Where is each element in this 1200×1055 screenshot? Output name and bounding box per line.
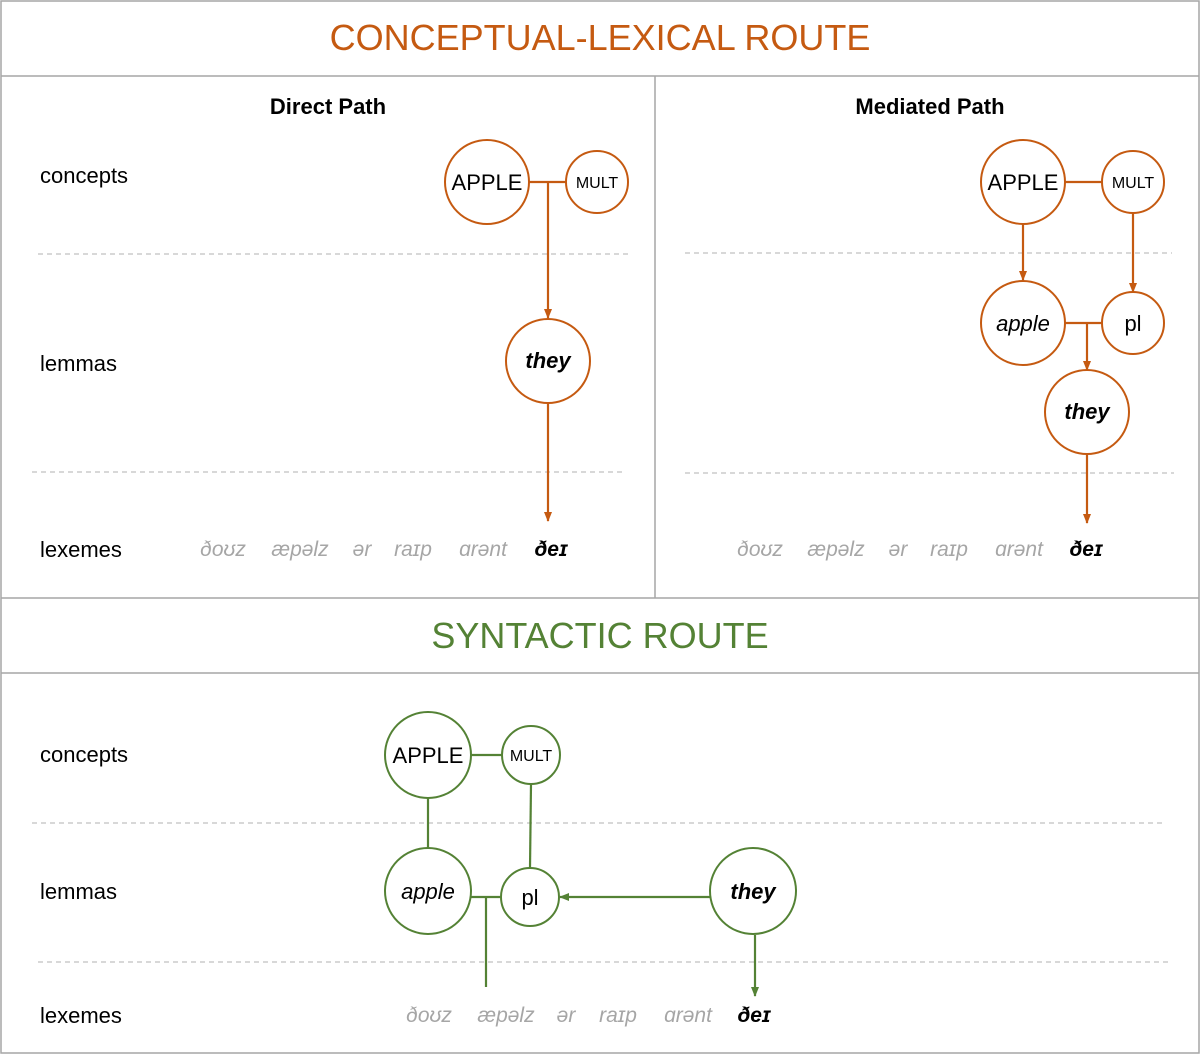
syntactic-lexeme-selected: ðeɪ bbox=[737, 1004, 771, 1027]
mediated-lexeme: ðoʊz bbox=[737, 538, 783, 561]
syntactic-mult-concept-node bbox=[501, 725, 561, 785]
direct-mult-concept-label: MULT bbox=[576, 175, 619, 192]
mediated-apple-lemma-node bbox=[980, 280, 1066, 366]
syntactic-mult-concept-label: MULT bbox=[510, 748, 553, 765]
syntactic-mult-pl-link bbox=[528, 783, 533, 869]
direct-lexeme-row: ðoʊz æpəlz ər raɪp ɑrənt ðeɪ bbox=[200, 538, 568, 561]
conceptual-route-title: CONCEPTUAL-LEXICAL ROUTE bbox=[330, 17, 871, 58]
mediated-apple-concept-node bbox=[980, 139, 1066, 225]
syntactic-lexeme: æpəlz bbox=[477, 1004, 535, 1027]
syntactic-lexeme: raɪp bbox=[599, 1004, 637, 1027]
direct-lexeme: ðoʊz bbox=[200, 538, 246, 561]
syntactic-pl-lemma-node bbox=[500, 867, 560, 927]
mediated-pl-lemma-node bbox=[1101, 291, 1165, 355]
mediated-lexeme-row: ðoʊz æpəlz ər raɪp ɑrənt ðeɪ bbox=[737, 538, 1103, 561]
direct-path-title: Direct Path bbox=[270, 94, 386, 119]
direct-they-lemma-node bbox=[505, 318, 591, 404]
direct-lexeme: æpəlz bbox=[271, 538, 329, 561]
direct-lexeme: ər bbox=[353, 538, 373, 561]
syntactic-apple-lemma-label: apple bbox=[401, 879, 455, 904]
syntactic-pl-lemma-label: pl bbox=[521, 885, 538, 910]
mediated-lexeme: ər bbox=[889, 538, 909, 561]
mediated-apple-lemma-label: apple bbox=[996, 311, 1050, 336]
syntactic-lexeme-row: ðoʊz æpəlz ər raɪp ɑrənt ðeɪ bbox=[406, 1004, 771, 1027]
syntactic-lexeme: ər bbox=[557, 1004, 577, 1027]
syntactic-lexeme: ɑrənt bbox=[664, 1004, 713, 1027]
direct-lexeme: raɪp bbox=[394, 538, 432, 561]
mediated-lexeme: raɪp bbox=[930, 538, 968, 561]
syntactic-apple-concept-label: APPLE bbox=[393, 743, 464, 768]
mediated-lexeme: æpəlz bbox=[807, 538, 865, 561]
direct-level-lemmas: lemmas bbox=[40, 351, 117, 376]
direct-they-lemma-label: they bbox=[525, 348, 572, 373]
mediated-path-diagram: APPLE MULT apple pl they ðoʊz æpəlz ər r… bbox=[737, 139, 1165, 561]
direct-lexeme: ɑrənt bbox=[459, 538, 508, 561]
syntactic-apple-lemma-node bbox=[384, 847, 472, 935]
direct-level-lexemes: lexemes bbox=[40, 537, 122, 562]
syntactic-lexeme: ðoʊz bbox=[406, 1004, 452, 1027]
syntactic-they-lemma-label: they bbox=[730, 879, 777, 904]
direct-apple-concept-label: APPLE bbox=[452, 170, 523, 195]
mediated-mult-concept-node bbox=[1101, 150, 1165, 214]
syntactic-they-lemma-node bbox=[709, 847, 797, 935]
mediated-path-title: Mediated Path bbox=[855, 94, 1004, 119]
direct-lexeme-selected: ðeɪ bbox=[534, 538, 568, 561]
syntactic-level-lemmas: lemmas bbox=[40, 879, 117, 904]
syntactic-route-title: SYNTACTIC ROUTE bbox=[431, 615, 768, 656]
direct-apple-concept-node bbox=[444, 139, 530, 225]
syntactic-route-diagram: APPLE MULT apple pl they ðoʊz æpəlz ər r… bbox=[384, 711, 797, 1027]
mediated-pl-lemma-label: pl bbox=[1124, 311, 1141, 336]
direct-level-concepts: concepts bbox=[40, 163, 128, 188]
syntactic-level-concepts: concepts bbox=[40, 742, 128, 767]
mediated-they-lemma-label: they bbox=[1064, 399, 1111, 424]
direct-path-diagram: APPLE MULT they ðoʊz æpəlz ər raɪp ɑrənt… bbox=[200, 139, 629, 561]
syntactic-apple-concept-node bbox=[384, 711, 472, 799]
direct-mult-concept-node bbox=[565, 150, 629, 214]
mediated-apple-concept-label: APPLE bbox=[988, 170, 1059, 195]
mediated-they-lemma-node bbox=[1044, 369, 1130, 455]
mediated-lexeme: ɑrənt bbox=[995, 538, 1044, 561]
mediated-mult-concept-label: MULT bbox=[1112, 175, 1155, 192]
mediated-lexeme-selected: ðeɪ bbox=[1069, 538, 1103, 561]
syntactic-level-lexemes: lexemes bbox=[40, 1003, 122, 1028]
